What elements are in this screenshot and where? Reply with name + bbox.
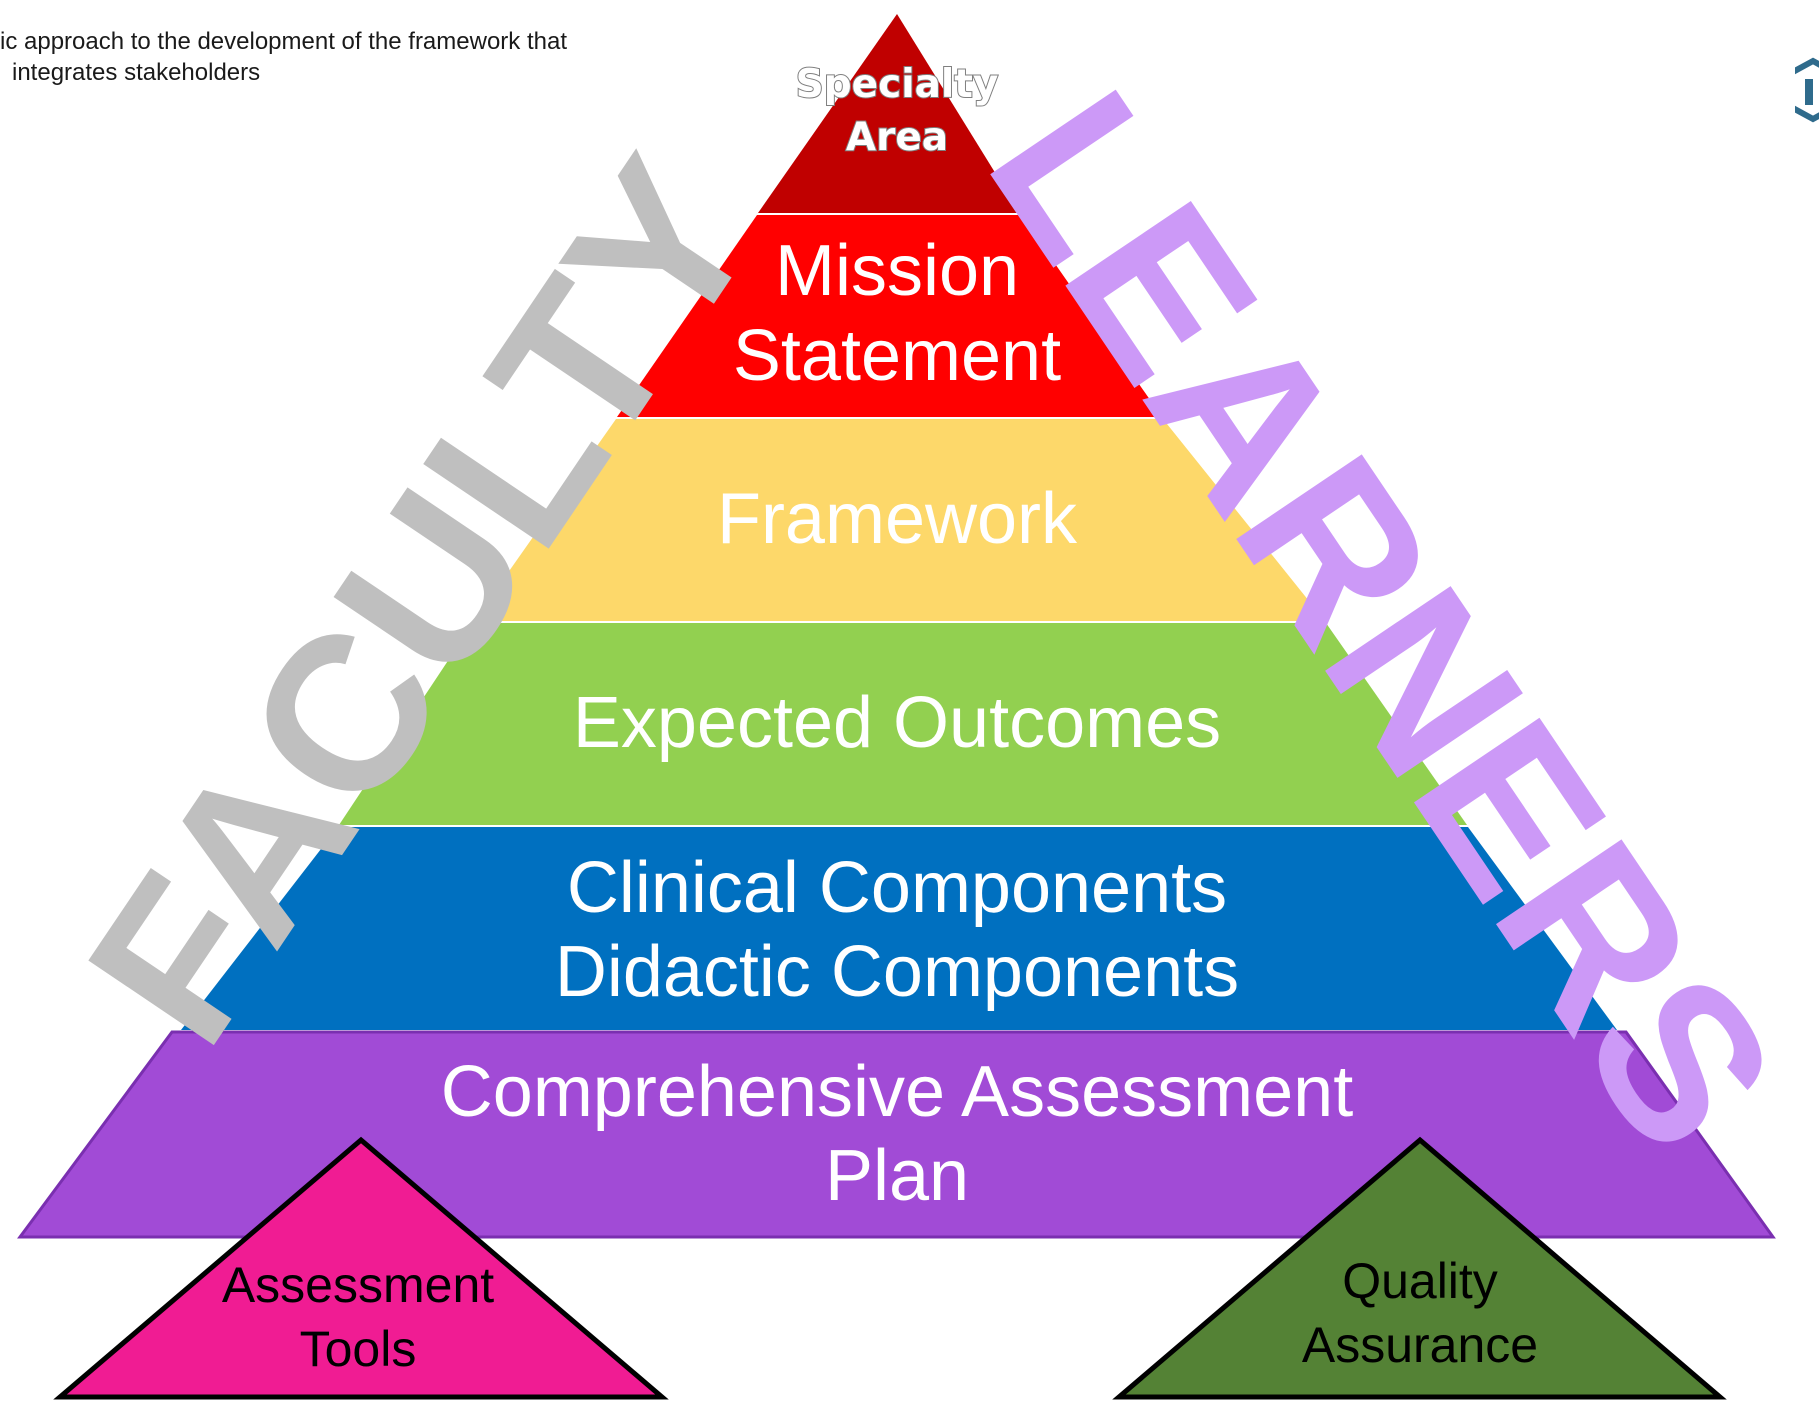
hexagon-logo-icon [1795,55,1819,125]
label-didactic-components: Didactic Components [555,932,1239,1012]
header-line-2: integrates stakeholders [12,59,261,86]
tier-components [181,827,1617,1030]
label-assessment-plan-line2: Plan [825,1136,969,1216]
label-expected-outcomes: Expected Outcomes [573,683,1221,763]
label-quality-assurance-line1: Quality [1342,1253,1498,1309]
label-quality-assurance-line2: Assurance [1302,1317,1538,1373]
tier-specialty-area [758,14,1020,213]
label-assessment-plan-line1: Comprehensive Assessment [441,1052,1353,1132]
header-caption: ic approach to the development of the fr… [0,26,720,88]
tier-framework [474,419,1325,621]
label-assessment-tools-line1: Assessment [222,1257,494,1313]
tier-assessment-plan [17,1030,1776,1239]
tier-mission-statement [617,215,1162,417]
label-clinical-components: Clinical Components [567,848,1227,928]
quality-assurance-triangle [1112,1136,1727,1400]
label-specialty-line2: Area [846,115,948,160]
label-framework: Framework [717,479,1078,559]
label-specialty-line1: Specialty [796,62,999,107]
label-assessment-tools-line2: Tools [300,1321,417,1377]
label-mission-line1: Mission [775,231,1019,311]
assessment-tools-triangle [53,1136,669,1400]
header-line-1: ic approach to the development of the fr… [0,28,567,55]
label-mission-line2: Statement [733,316,1061,396]
tier-expected-outcomes [339,623,1467,825]
